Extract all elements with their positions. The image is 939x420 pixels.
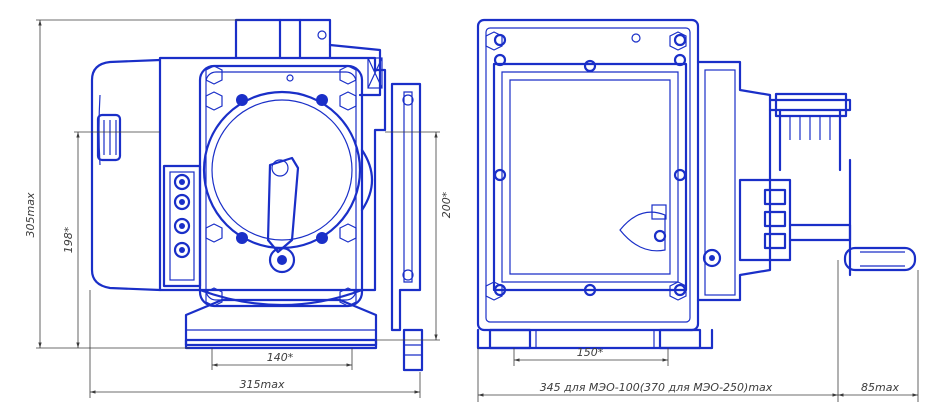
dim-height-200: 200* [440,191,453,218]
dim-base-150: 150* [577,346,604,359]
dim-height-305: 305max [24,192,37,237]
dim-height-198: 198* [62,226,75,253]
front-view [90,18,424,372]
dim-width-315: 315max [240,378,285,391]
side-view [476,18,917,350]
dim-handwheel-85: 85max [861,381,899,394]
dim-base-140: 140* [267,351,294,364]
dimension-lines [36,19,919,402]
dim-width-345-370: 345 для МЭО-100(370 для МЭО-250)max [540,381,773,394]
